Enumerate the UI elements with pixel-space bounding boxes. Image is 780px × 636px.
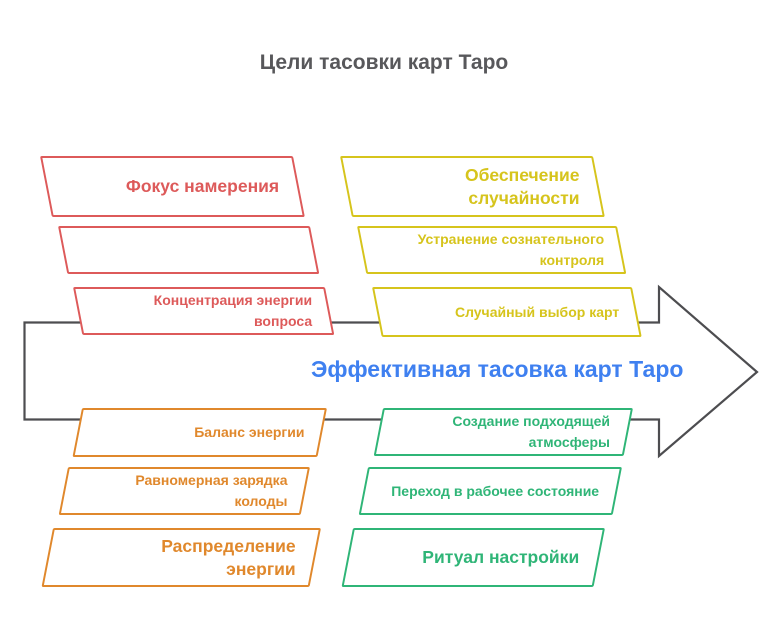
node-random-card-selection: Случайный выбор карт	[372, 287, 642, 337]
node-question-energy-concentration: Концентрация энергии вопроса	[73, 287, 335, 335]
node-label: Ритуал настройки	[422, 547, 580, 568]
node-label: Случайный выбор карт	[454, 303, 619, 320]
node-label: Фокус намерения	[125, 176, 279, 197]
node-energy-distribution: Распределение энергии	[41, 528, 322, 587]
node-working-state-transition: Переход в рабочее состояние	[358, 467, 622, 515]
node-tuning-ritual: Ритуал настройки	[341, 528, 605, 587]
node-label: Равномерная зарядка колоды	[135, 472, 288, 509]
node-uniform-deck-charging: Равномерная зарядка колоды	[58, 467, 311, 515]
node-empty	[58, 226, 320, 274]
node-eliminate-conscious-control: Устранение сознательного контроля	[357, 226, 627, 274]
node-label: Устранение сознательного контроля	[417, 231, 604, 268]
node-label: Баланс энергии	[194, 424, 305, 440]
arrow-center-label: Эффективная тасовка карт Таро	[311, 356, 684, 382]
node-energy-balance: Баланс энергии	[72, 408, 327, 457]
node-label: Концентрация энергии вопроса	[153, 292, 312, 329]
node-label: Обеспечение случайности	[464, 164, 579, 208]
node-focus-intention: Фокус намерения	[40, 156, 305, 217]
node-label: Распределение энергии	[160, 535, 296, 579]
node-suitable-atmosphere: Создание подходящей атмосферы	[373, 408, 633, 456]
diagram-title: Цели тасовки карт Таро	[259, 51, 509, 74]
node-label: Переход в рабочее состояние	[391, 482, 600, 499]
node-ensuring-randomness: Обеспечение случайности	[340, 156, 605, 217]
node-label: Создание подходящей атмосферы	[452, 413, 611, 450]
